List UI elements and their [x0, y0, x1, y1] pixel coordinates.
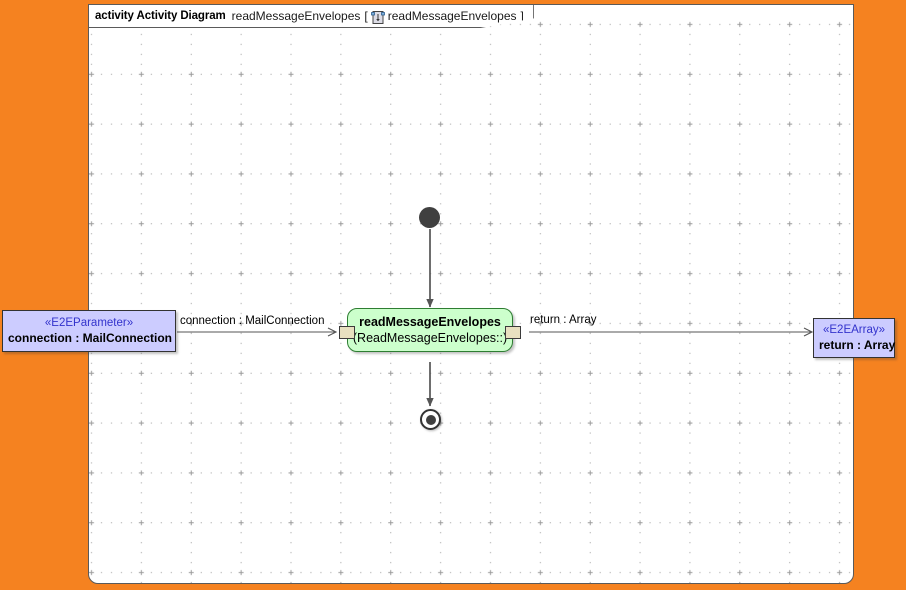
- object-node-e2earray[interactable]: «E2EArray» return : Array: [813, 318, 895, 358]
- diagram-grid: [89, 5, 853, 583]
- output-pin[interactable]: [505, 326, 521, 339]
- diagram-kind-label: activity Activity Diagram: [95, 10, 226, 22]
- activity-diagram-frame[interactable]: activity Activity Diagram readMessageEnv…: [88, 4, 854, 584]
- diagram-reference-label: readMessageEnvelopes: [387, 9, 517, 23]
- bracket-open: [: [364, 9, 368, 23]
- e2earray-stereotype-label: «E2EArray»: [822, 324, 885, 336]
- input-pin[interactable]: [339, 326, 355, 339]
- object-node-e2eparameter[interactable]: «E2EParameter» connection : MailConnecti…: [2, 310, 176, 352]
- edge-label-input-flow: connection : MailConnection: [180, 315, 325, 327]
- action-readmessageenvelopes[interactable]: readMessageEnvelopes (ReadMessageEnvelop…: [347, 308, 513, 352]
- e2eparameter-stereotype-label: «E2EParameter»: [44, 317, 134, 329]
- activity-model-element-icon: [370, 10, 385, 25]
- action-behaviour-label: (ReadMessageEnvelopes::): [352, 331, 508, 345]
- initial-node[interactable]: [419, 207, 440, 228]
- action-name-label: readMessageEnvelopes: [359, 315, 501, 329]
- diagram-frame-header[interactable]: activity Activity Diagram readMessageEnv…: [89, 5, 534, 28]
- final-node-inner-dot: [425, 414, 436, 425]
- e2eparameter-name-label: connection : MailConnection: [8, 331, 172, 345]
- activity-final-node[interactable]: [420, 409, 441, 430]
- bracket-close: ]: [520, 9, 524, 23]
- e2earray-name-label: return : Array: [819, 338, 896, 352]
- diagram-name-label: readMessageEnvelopes: [231, 9, 361, 23]
- edge-label-output-flow: return : Array: [530, 314, 597, 326]
